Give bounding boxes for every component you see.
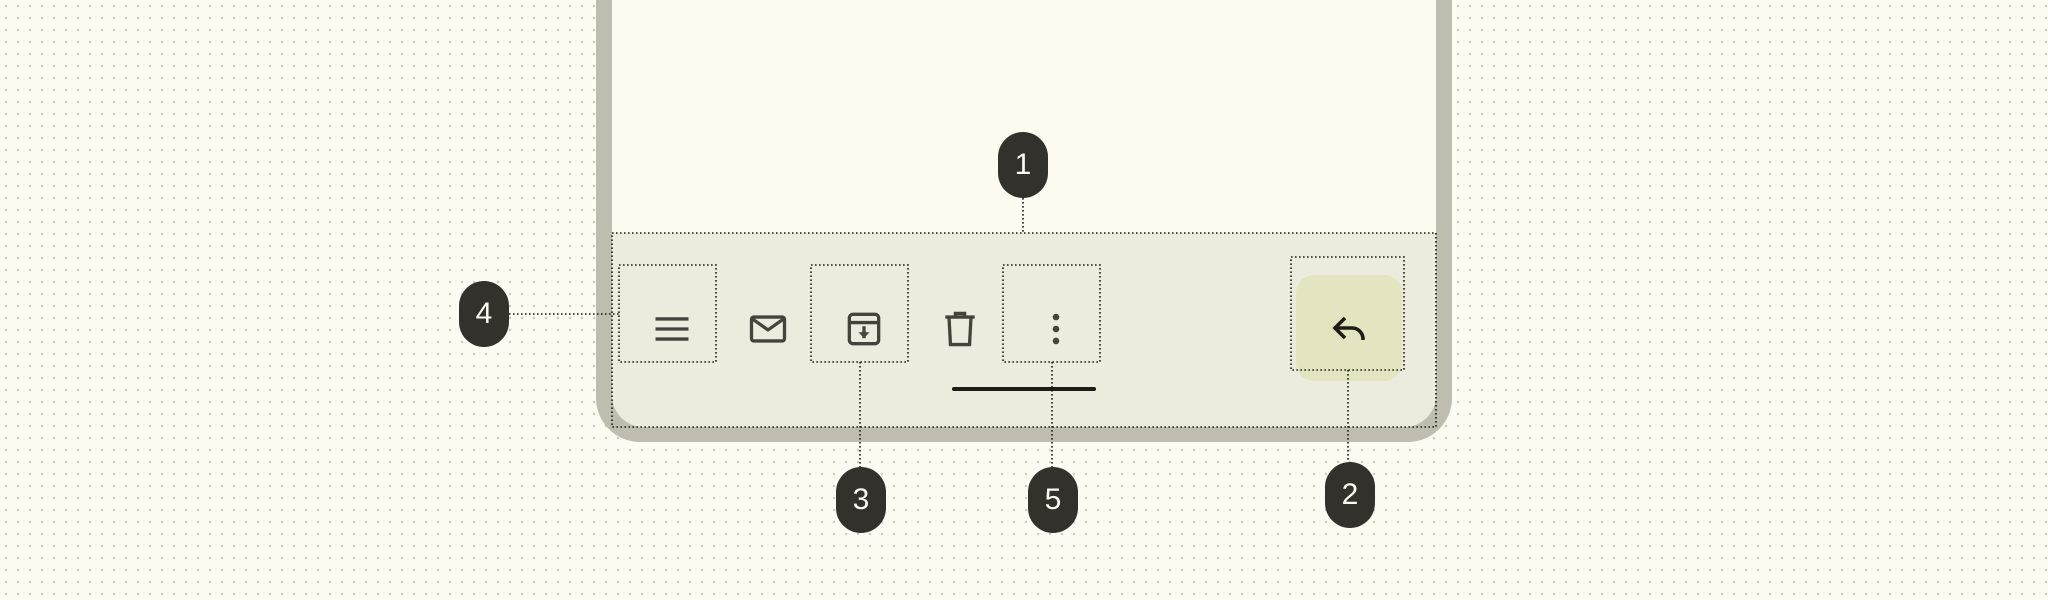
- fab-reply[interactable]: [1296, 275, 1402, 381]
- mail-icon: [749, 315, 787, 343]
- delete-icon: [945, 311, 975, 347]
- callout-badge: 1: [998, 132, 1048, 198]
- callout-badge: 3: [836, 467, 886, 533]
- callout-badge: 5: [1028, 467, 1078, 533]
- action-overflow[interactable]: [1008, 281, 1104, 377]
- more-vert-icon: [1052, 313, 1060, 345]
- menu-icon: [655, 317, 689, 341]
- gesture-handle: [952, 387, 1096, 391]
- device-screen: [612, 0, 1436, 427]
- archive-icon: [847, 312, 881, 346]
- action-mail[interactable]: [720, 281, 816, 377]
- bottom-app-bar-container: [612, 233, 1436, 427]
- action-menu[interactable]: [624, 281, 720, 377]
- reply-icon: [1332, 316, 1365, 340]
- callout-badge: 4: [459, 281, 509, 347]
- action-archive[interactable]: [816, 281, 912, 377]
- callout-badge: 2: [1325, 462, 1375, 528]
- action-delete[interactable]: [912, 281, 1008, 377]
